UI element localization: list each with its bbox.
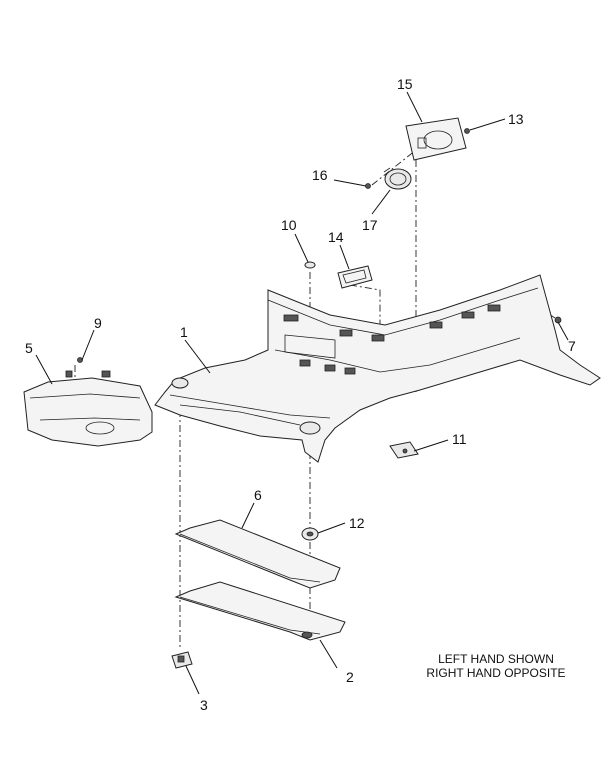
part-3-latch	[171, 651, 193, 669]
callout-10: 10	[281, 217, 297, 233]
note-line-1: LEFT HAND SHOWN	[438, 652, 554, 666]
part-1-trim-panel	[154, 274, 601, 463]
callout-5: 5	[25, 340, 33, 356]
orientation-note: LEFT HAND SHOWN RIGHT HAND OPPOSITE	[426, 652, 565, 680]
part-10-fastener	[304, 261, 316, 269]
callout-11: 11	[452, 431, 467, 447]
callout-labels: 1 2 3 5 6 7 9 10 11 12 13 14 15 16 17	[25, 76, 576, 713]
callout-17: 17	[362, 217, 378, 233]
part-2-lower-panel	[174, 581, 346, 641]
callout-16: 16	[312, 167, 328, 183]
part-15-bracket	[405, 117, 467, 161]
callout-9: 9	[94, 315, 102, 331]
part-17-speaker	[383, 167, 412, 190]
callout-7: 7	[568, 338, 576, 354]
leader-lines	[35, 91, 569, 695]
callout-12: 12	[349, 515, 365, 531]
callout-15: 15	[397, 76, 413, 92]
part-12-clip	[301, 527, 319, 541]
callout-2: 2	[346, 669, 354, 685]
part-13-screw	[464, 128, 470, 134]
note-line-2: RIGHT HAND OPPOSITE	[426, 666, 565, 680]
part-16-screw	[365, 183, 371, 189]
part-9-fastener	[77, 357, 83, 363]
part-5-storage-bin	[23, 370, 153, 447]
part-11-hook	[389, 441, 419, 459]
callout-14: 14	[328, 229, 344, 245]
part-14-bezel	[337, 265, 373, 289]
callout-6: 6	[254, 487, 262, 503]
callout-13: 13	[508, 111, 524, 127]
callout-3: 3	[200, 697, 208, 713]
part-6-cover-panel	[174, 519, 341, 589]
callout-1: 1	[180, 324, 188, 340]
